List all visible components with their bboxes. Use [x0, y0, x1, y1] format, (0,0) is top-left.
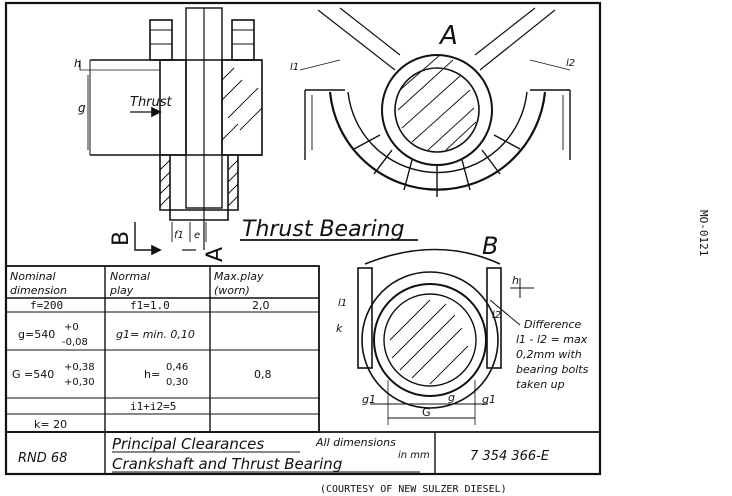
label-l1-b: l1	[338, 298, 347, 309]
footer-line2: Crankshaft and Thrust Bearing	[112, 455, 342, 473]
cell-max-0: 2,0	[252, 299, 270, 312]
label-g-bottom: g	[448, 391, 455, 404]
svg-text:0,2mm with: 0,2mm with	[516, 348, 582, 361]
cell-nominal-1-sup: +0	[64, 322, 79, 333]
label-l2-b: l2	[492, 310, 501, 321]
section-b-view	[357, 248, 534, 425]
footer-all-dims: All dimensions	[315, 436, 396, 449]
svg-text:bearing bolts: bearing bolts	[516, 363, 589, 376]
drawing-number: 7 354 366-E	[470, 449, 550, 464]
cell-nominal-1-sub: -0,08	[62, 337, 88, 348]
label-l2: l2	[566, 58, 575, 69]
header-normal-1: Normal	[110, 270, 150, 283]
section-a-view	[299, 7, 571, 197]
cell-nominal-2-sub: +0,30	[64, 377, 95, 388]
cell-nominal-4: k= 20	[34, 418, 67, 431]
cell-normal-2-sub: 0,30	[166, 377, 188, 388]
header-normal-2: play	[109, 284, 134, 297]
label-g1-left: g1	[362, 393, 376, 406]
footer-line1: Principal Clearances	[112, 435, 264, 453]
courtesy-line: (COURTESY OF NEW SULZER DIESEL)	[320, 484, 507, 495]
label-thrust: Thrust	[130, 95, 173, 110]
cell-max-2: 0,8	[254, 368, 272, 381]
label-f1: f1	[174, 230, 184, 241]
thrust-section-view	[79, 7, 263, 256]
label-e: e	[194, 230, 200, 241]
svg-text:Difference: Difference	[524, 318, 582, 331]
side-code: MO-0121	[697, 210, 710, 256]
svg-text:l1 - l2 = max: l1 - l2 = max	[516, 333, 588, 346]
cell-nominal-2: G =540	[12, 368, 54, 381]
label-k: k	[336, 322, 343, 335]
drawing-frame	[4, 1, 602, 476]
cell-normal-2-sup: 0,46	[166, 362, 188, 373]
view-label-b-side: B	[109, 231, 134, 246]
label-g1-right: g1	[482, 393, 496, 406]
cell-normal-2: h=	[144, 368, 160, 381]
footer-in-mm: in mm	[398, 450, 430, 461]
cell-normal-3: i1+i2=5	[130, 400, 176, 413]
footer-code: RND 68	[18, 451, 67, 466]
label-l1: l1	[290, 62, 299, 73]
view-label-a-top: A	[438, 21, 458, 51]
header-max-2: (worn)	[214, 284, 250, 297]
cell-nominal-2-sup: +0,38	[64, 362, 95, 373]
view-label-a-side: A	[203, 247, 228, 262]
header-max-1: Max.play	[214, 270, 264, 283]
difference-note: Difference l1 - l2 = max 0,2mm with bear…	[516, 318, 589, 391]
label-h-right: h	[512, 274, 519, 287]
cell-nominal-1: g=540	[18, 328, 55, 341]
cell-nominal-0: f=200	[30, 299, 63, 312]
svg-text:taken up: taken up	[516, 378, 565, 391]
cell-normal-1: g1= min. 0,10	[116, 328, 195, 341]
header-nominal-1: Nominal	[10, 270, 56, 283]
header-nominal-2: dimension	[10, 284, 67, 297]
title-block	[6, 431, 600, 474]
drawing-title: Thrust Bearing	[242, 217, 405, 242]
cell-normal-0: f1=1.0	[130, 299, 170, 312]
label-g: g	[78, 101, 86, 115]
label-G: G	[422, 406, 431, 419]
view-label-b-view: B	[482, 232, 498, 260]
label-h: h	[74, 57, 81, 70]
